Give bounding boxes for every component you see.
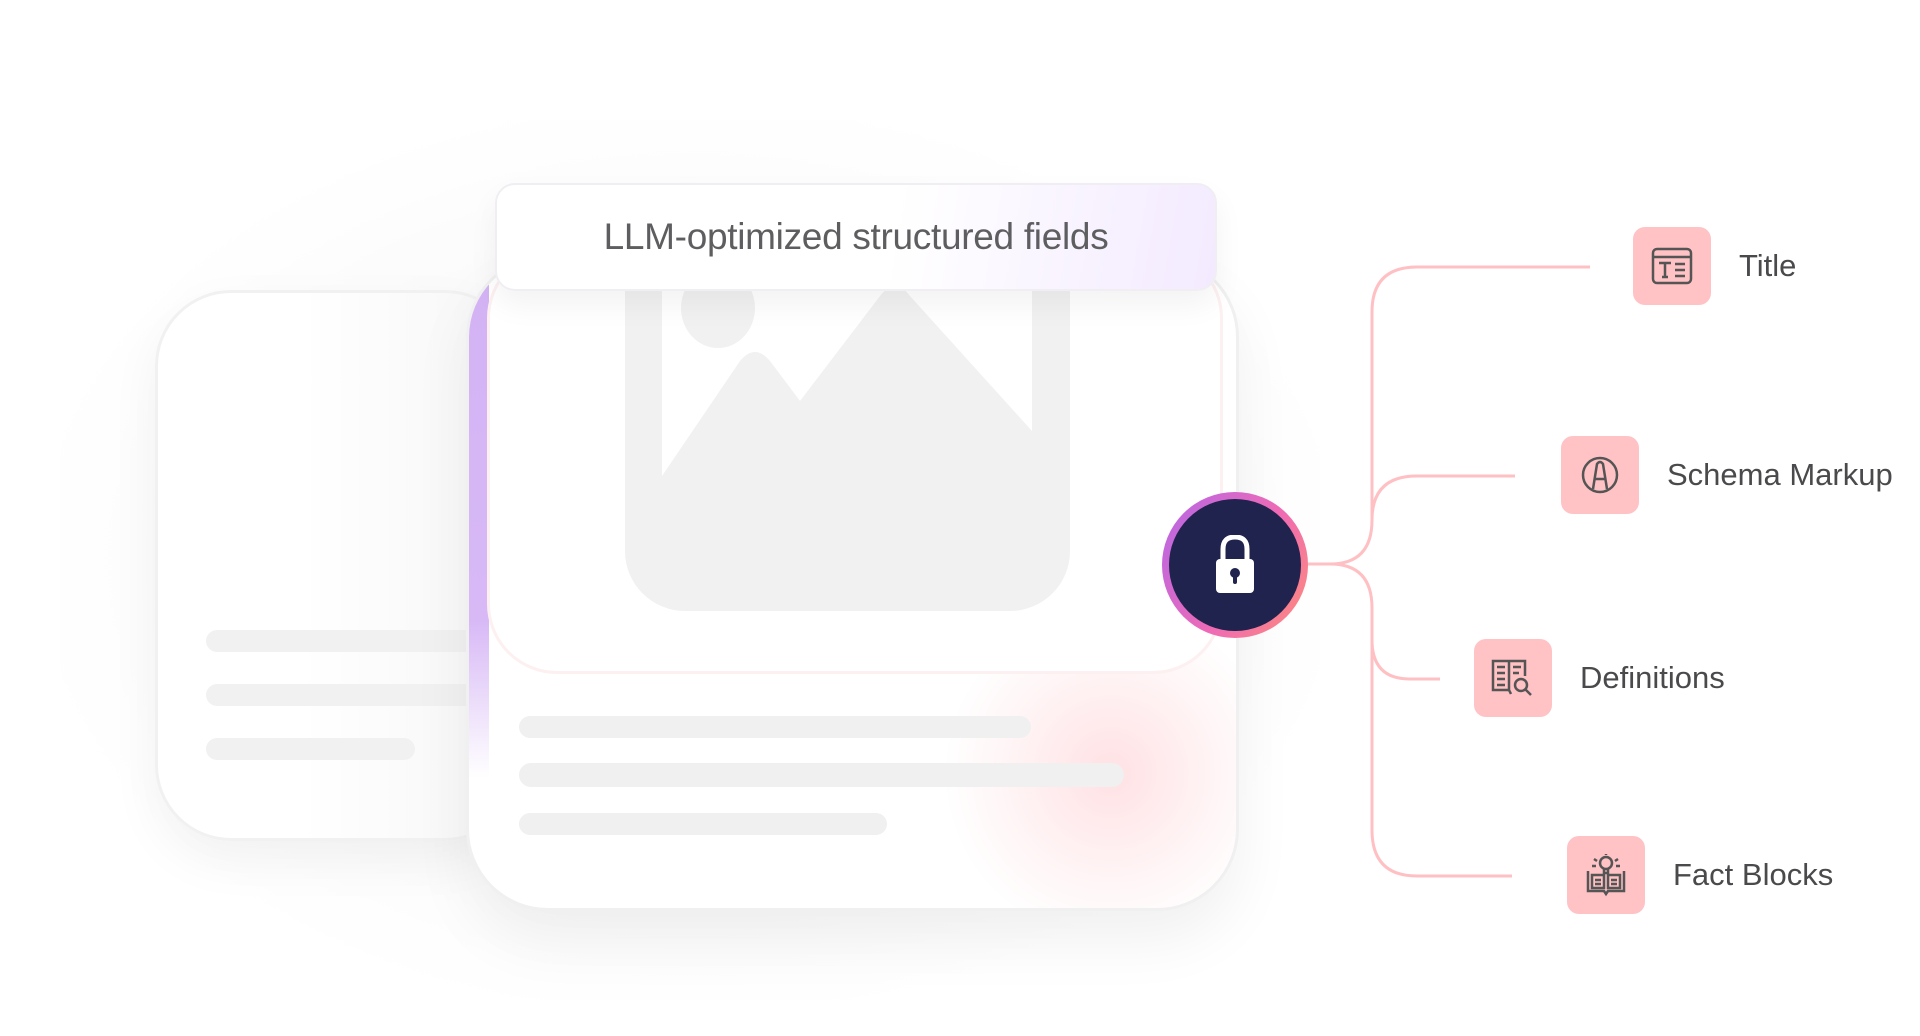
page-title-pill: LLM-optimized structured fields	[495, 183, 1217, 291]
lock-badge	[1162, 492, 1308, 638]
main-document-card	[466, 255, 1239, 911]
placeholder-text-line	[519, 716, 1031, 738]
image-placeholder	[625, 268, 1070, 611]
placeholder-text-line	[206, 738, 415, 760]
placeholder-text-line	[519, 763, 1124, 787]
placeholder-text-line	[519, 813, 887, 835]
image-panel	[487, 258, 1223, 674]
field-label: Fact Blocks	[1673, 857, 1834, 892]
schema-a-icon	[1561, 436, 1639, 514]
field-item-schema-markup[interactable]: Schema Markup	[1561, 436, 1893, 514]
text-title-icon	[1633, 227, 1711, 305]
placeholder-text-line	[206, 684, 518, 706]
background-document-card	[155, 290, 521, 841]
page-title: LLM-optimized structured fields	[603, 216, 1109, 257]
book-lightbulb-icon	[1567, 836, 1645, 914]
image-icon	[662, 268, 1032, 476]
field-label: Title	[1739, 248, 1797, 283]
field-label: Definitions	[1580, 660, 1725, 695]
placeholder-text-line	[206, 630, 518, 652]
field-label: Schema Markup	[1667, 457, 1893, 492]
book-search-icon	[1474, 639, 1552, 717]
field-item-definitions[interactable]: Definitions	[1474, 639, 1725, 717]
field-item-fact-blocks[interactable]: Fact Blocks	[1567, 836, 1833, 914]
field-item-title[interactable]: Title	[1633, 227, 1796, 305]
lock-icon	[1216, 535, 1254, 593]
